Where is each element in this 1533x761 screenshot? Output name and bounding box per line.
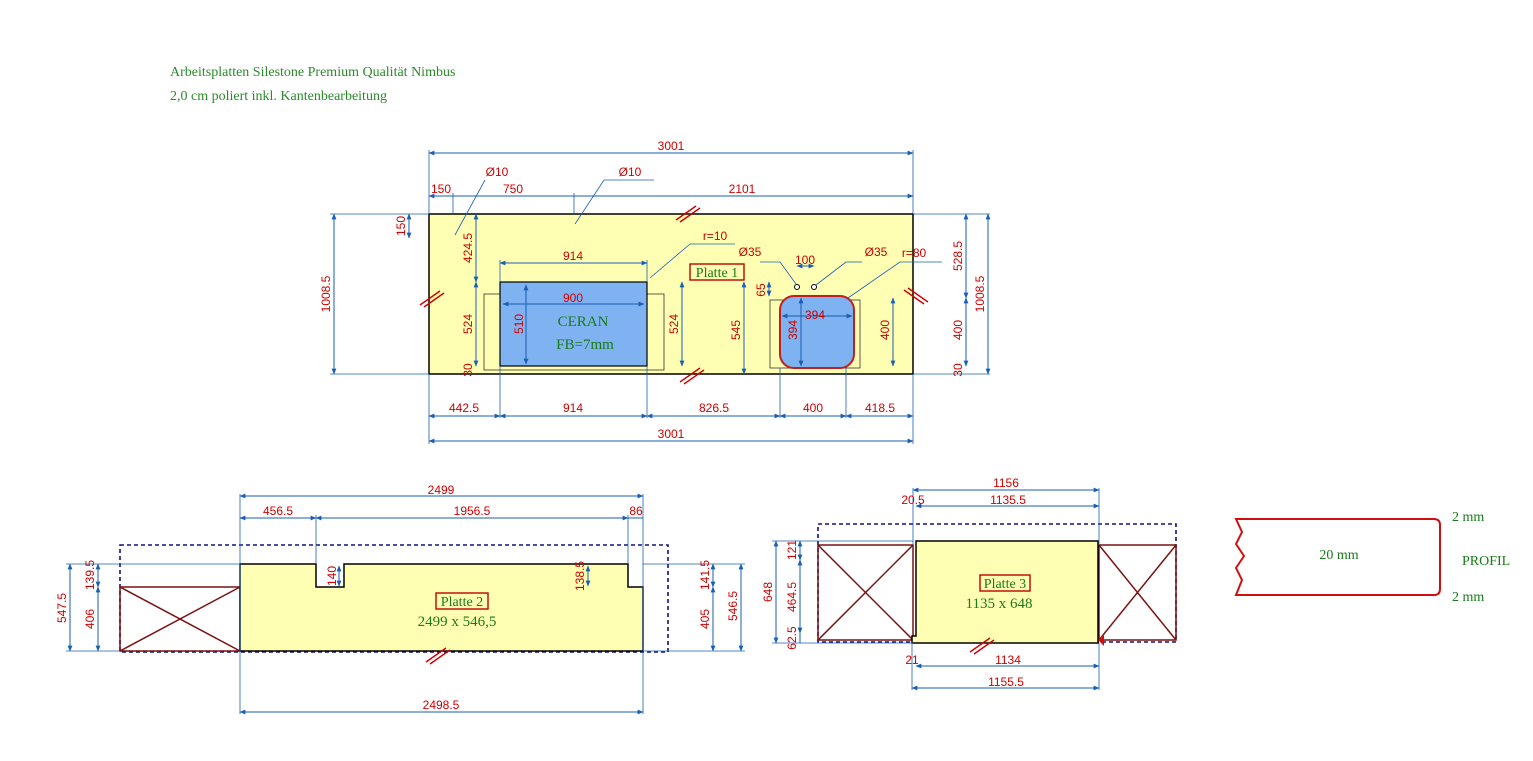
p1-dim-510: 510 [512,314,526,334]
plate-2-label: Platte 2 [441,595,483,610]
p2-dim-456: 456.5 [263,504,293,518]
p1-dim-914-bottom: 914 [563,401,583,415]
p3-dim-total-top: 1156 [993,476,1019,490]
header-line-2: 2,0 cm poliert inkl. Kantenbearbeitung [170,89,387,104]
p2-dim-546: 546.5 [726,591,740,621]
p1-dim-30-right: 30 [951,363,965,377]
p2-dim-86: 86 [629,504,643,518]
p1-dim-total-top: 3001 [658,139,685,153]
plate-3-label: Platte 3 [984,577,1026,592]
p2-dim-141: 141.5 [698,560,712,590]
p3-dim-1134: 1134 [995,653,1021,667]
profile-bottom: 2 mm [1452,590,1484,605]
plate-3-corner-box-right [1098,544,1177,641]
profile-top: 2 mm [1452,510,1484,525]
p1-dim-750: 750 [503,182,523,196]
p2-dim-547: 547.5 [55,593,69,623]
p1-dim-528: 528.5 [951,241,965,271]
profile-label: PROFIL [1462,554,1510,569]
p2-dim-138: 138.5 [573,561,587,591]
p1-dim-2101: 2101 [729,182,756,196]
plate-3-drawing: Platte 3 1135 x 648 1156 20.5 1135.5 648… [761,476,1177,691]
p1-dim-914-top: 914 [563,249,583,263]
p2-dim-total-bottom: 2498.5 [423,698,460,712]
p1-dim-150: 150 [431,182,451,196]
p1-dim-400-inner: 400 [878,320,892,340]
p1-dim-total-bottom: 3001 [658,427,685,441]
p1-dim-442: 442.5 [449,401,479,415]
p1-dim-524-right: 524 [667,314,681,334]
p2-dim-1956: 1956.5 [454,504,491,518]
p1-dim-65: 65 [754,283,768,297]
plate-1-drawing: CERAN FB=7mm Platte 1 3001 150 750 2101 … [319,139,991,444]
p1-dim-1008-right: 1008.5 [973,275,987,312]
p1-dim-30-left: 30 [461,363,475,377]
p2-dim-total-top: 2499 [428,483,455,497]
plate-3-corner-box-left [817,544,914,641]
p1-dim-100: 100 [795,253,815,267]
p1-dim-545: 545 [729,320,743,340]
tap-hole-1 [794,284,800,290]
p1-dim-900: 900 [563,291,583,305]
p3-dim-20: 20.5 [901,493,925,507]
plate-2-label-box [435,592,489,610]
ceran-label: CERAN [558,314,609,330]
p1-dim-r80: r=80 [902,246,927,260]
plate-3-label-box [979,574,1031,592]
p1-dim-394-w: 394 [805,308,825,322]
p1-dim-400-bottom: 400 [803,401,823,415]
plate-3-outline [911,540,1099,644]
p1-dim-1008-left: 1008.5 [319,275,333,312]
ceran-fb-label: FB=7mm [556,337,614,353]
p1-dim-394-h: 394 [786,320,800,340]
plate-3-size: 1135 x 648 [966,596,1033,612]
p3-dim-648: 648 [761,582,775,602]
plate-3-corner-arrow [1098,634,1104,646]
p1-dim-r10: r=10 [703,229,728,243]
edge-marks-1 [419,205,929,385]
p1-dim-418: 418.5 [865,401,895,415]
p2-dim-405: 405 [698,609,712,629]
plate-2-drawing: Platte 2 2499 x 546,5 2499 456.5 1956.5 … [55,483,745,715]
p3-dim-total-bottom: 1155.5 [988,675,1024,689]
p3-dim-464: 464.5 [785,582,799,612]
p1-dia10-b: Ø10 [619,165,642,179]
p1-dia10-a: Ø10 [486,165,509,179]
plate-1-label: Platte 1 [696,266,738,281]
plate-2-size: 2499 x 546,5 [418,614,497,630]
tap-hole-2 [811,284,817,290]
p1-dim-826: 826.5 [699,401,729,415]
p2-dim-406: 406 [83,609,97,629]
edge-profile: 20 mm 2 mm PROFIL 2 mm [1234,510,1510,605]
p3-dim-21: 21 [905,653,919,667]
p1-dia35-b: Ø35 [865,245,888,259]
p3-dim-62: 62.5 [785,626,799,650]
profile-thickness: 20 mm [1319,548,1358,563]
p1-dim-400-right: 400 [951,320,965,340]
profile-shape [1234,518,1441,596]
p1-dim-424: 424.5 [461,233,475,263]
p1-dim-524-left: 524 [461,314,475,334]
plate-1-label-box [689,263,745,281]
header-line-1: Arbeitsplatten Silestone Premium Qualitä… [170,65,455,80]
p2-dim-139: 139.5 [83,560,97,590]
p1-dia35-a: Ø35 [739,245,762,259]
p1-dim-h150: 150 [394,216,408,236]
p3-dim-1135: 1135.5 [990,493,1026,507]
p2-dim-140: 140 [325,566,339,586]
p3-dim-121: 121 [785,540,799,560]
